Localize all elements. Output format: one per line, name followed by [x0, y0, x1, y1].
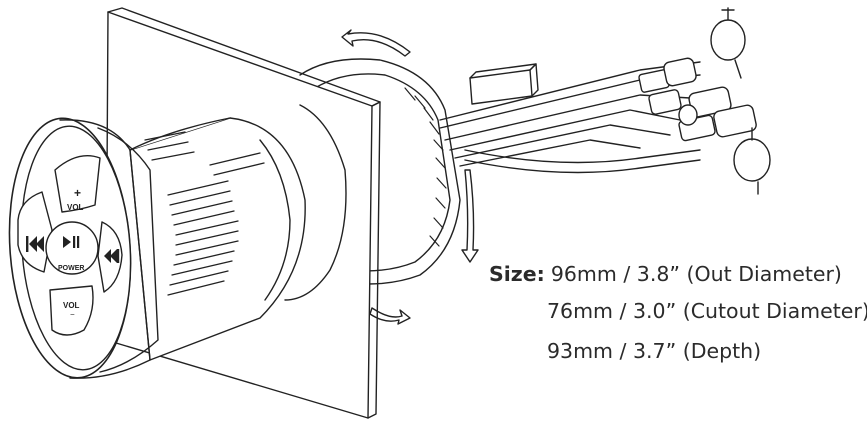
spec-text: 76mm / 3.0” (Cutout Diameter): [547, 299, 867, 323]
play-pause-icon: [63, 236, 80, 248]
play-power-button[interactable]: [45, 221, 99, 275]
vol-up-label: VOL: [67, 203, 84, 212]
front-housing: [129, 117, 306, 361]
vol-down-sign: −: [70, 310, 75, 319]
vol-up-sign: +: [74, 186, 81, 200]
vol-down-label: VOL: [63, 301, 80, 310]
cable-harness: [439, 7, 771, 195]
spec-text: 96mm / 3.8” (Out Diameter): [550, 262, 842, 286]
rear-housing: [299, 58, 461, 285]
rotation-arrow-top: [341, 29, 411, 57]
power-label: POWER: [58, 265, 84, 272]
next-icon: [104, 249, 120, 263]
spec-line-depth: 93mm / 3.7” (Depth): [547, 339, 761, 363]
thread-ridges: [144, 131, 265, 296]
rotation-arrow-side: [461, 169, 479, 263]
rotation-arrow-bottom: [369, 307, 411, 325]
spec-line-out-diameter: Size:96mm / 3.8” (Out Diameter): [489, 262, 842, 286]
prev-icon: [26, 236, 44, 252]
spec-line-cutout-diameter: 76mm / 3.0” (Cutout Diameter): [547, 299, 867, 323]
size-label: Size:: [489, 262, 545, 286]
control-face: + VOL POWER VOL −: [17, 155, 123, 336]
spec-text: 93mm / 3.7” (Depth): [547, 339, 762, 363]
vol-up-button[interactable]: [54, 155, 101, 213]
vol-down-button[interactable]: [49, 285, 94, 336]
